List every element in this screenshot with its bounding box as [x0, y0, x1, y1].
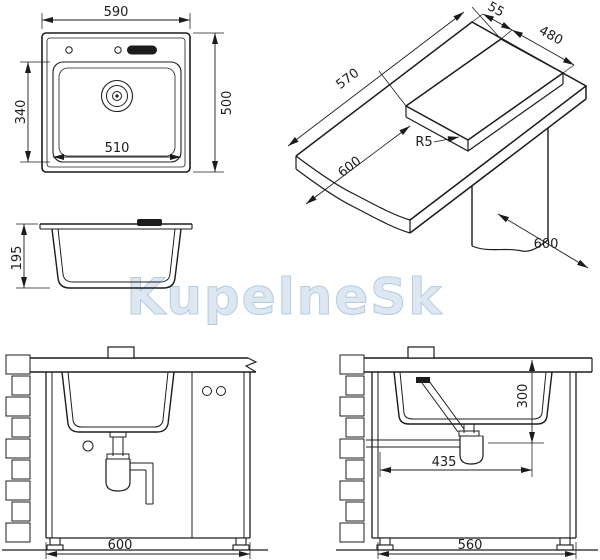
dim-label-570: 570	[333, 66, 362, 93]
dim-label-195: 195	[10, 246, 25, 271]
bowl-section-inner	[57, 228, 176, 283]
dim-label-510: 510	[105, 141, 130, 156]
dimension-195: 195	[10, 223, 50, 289]
dimension-340: 340	[14, 61, 50, 163]
faucet-hole	[65, 46, 73, 54]
sink-basin-front-section	[61, 371, 175, 433]
dimension-55: 55	[482, 0, 513, 31]
pipe-hole	[216, 386, 226, 396]
leg-foot	[232, 544, 250, 551]
countertop-front	[30, 357, 258, 373]
overflow-slot	[137, 219, 162, 226]
dim-label-600-depth: 600	[534, 237, 559, 252]
dimension-300: 300	[488, 360, 544, 444]
break-line	[244, 357, 258, 373]
watermark: KupelneSk	[126, 268, 443, 326]
brick-wall-left	[5, 354, 31, 543]
bowl-section-outer	[51, 228, 182, 289]
overflow-tube	[428, 380, 465, 430]
dimension-600-length: 600	[305, 125, 411, 205]
dim-label-560: 560	[458, 538, 483, 553]
dimension-500: 500	[193, 32, 235, 173]
trap-nut	[106, 453, 130, 460]
dim-label-500: 500	[220, 91, 235, 116]
sink-top-view: 590 500 340 510	[14, 5, 235, 173]
break-line	[295, 168, 411, 234]
dim-label-480: 480	[536, 23, 565, 48]
pipe-hole	[202, 386, 212, 396]
sink-basin-side-section	[393, 371, 553, 425]
trap-bottle	[459, 436, 484, 465]
dimension-600-depth: 600	[497, 213, 589, 269]
cabinet-side	[371, 372, 577, 551]
dimension-435: 435	[379, 443, 533, 477]
trap-fitting	[82, 440, 94, 452]
dim-label-r5: R5	[415, 135, 432, 150]
side-installation-view: 300 435 560	[336, 346, 598, 559]
faucet-hole-block	[407, 346, 435, 359]
dimension-560: 560	[377, 538, 577, 559]
dimension-590: 590	[41, 5, 191, 29]
cabinet-leg	[379, 537, 391, 546]
leg-foot	[46, 544, 64, 551]
leg-foot	[556, 544, 574, 551]
p-trap-side	[366, 380, 484, 465]
dimension-570: 570	[287, 11, 465, 147]
leg-foot	[376, 544, 394, 551]
overflow-slot	[127, 45, 157, 55]
dimension-600-cabinet: 600	[45, 538, 251, 559]
front-installation-view: 600	[2, 346, 268, 559]
dim-label-590: 590	[104, 5, 129, 20]
dim-label-55: 55	[485, 0, 507, 21]
p-trap-front	[82, 431, 154, 505]
dim-label-435: 435	[432, 455, 457, 470]
countertop-side	[364, 357, 593, 373]
dimension-r5: R5	[415, 135, 460, 150]
bowl-outline	[52, 61, 182, 163]
faucet-hole	[114, 46, 122, 54]
cabinet-leg	[49, 537, 61, 546]
brick-wall-right	[339, 354, 365, 543]
dim-label-300: 300	[516, 384, 531, 409]
trap-nut	[458, 430, 480, 437]
trap-bottle	[105, 459, 131, 492]
overflow-slot	[416, 377, 430, 383]
dim-label-600-cabinet: 600	[108, 538, 133, 553]
cabinet-front	[45, 372, 251, 551]
drain	[100, 79, 134, 113]
faucet-hole-block	[107, 346, 135, 359]
dim-label-600-length: 600	[335, 154, 364, 181]
overflow-tube	[421, 382, 459, 433]
cabinet-leg	[559, 537, 571, 546]
cabinet-leg	[235, 537, 247, 546]
dim-label-340: 340	[14, 100, 29, 125]
countertop-cutout-view: 570 600 55 480 R5 600	[287, 0, 589, 269]
sink-profile-view: 195	[10, 219, 193, 289]
dimension-510: 510	[53, 141, 181, 160]
